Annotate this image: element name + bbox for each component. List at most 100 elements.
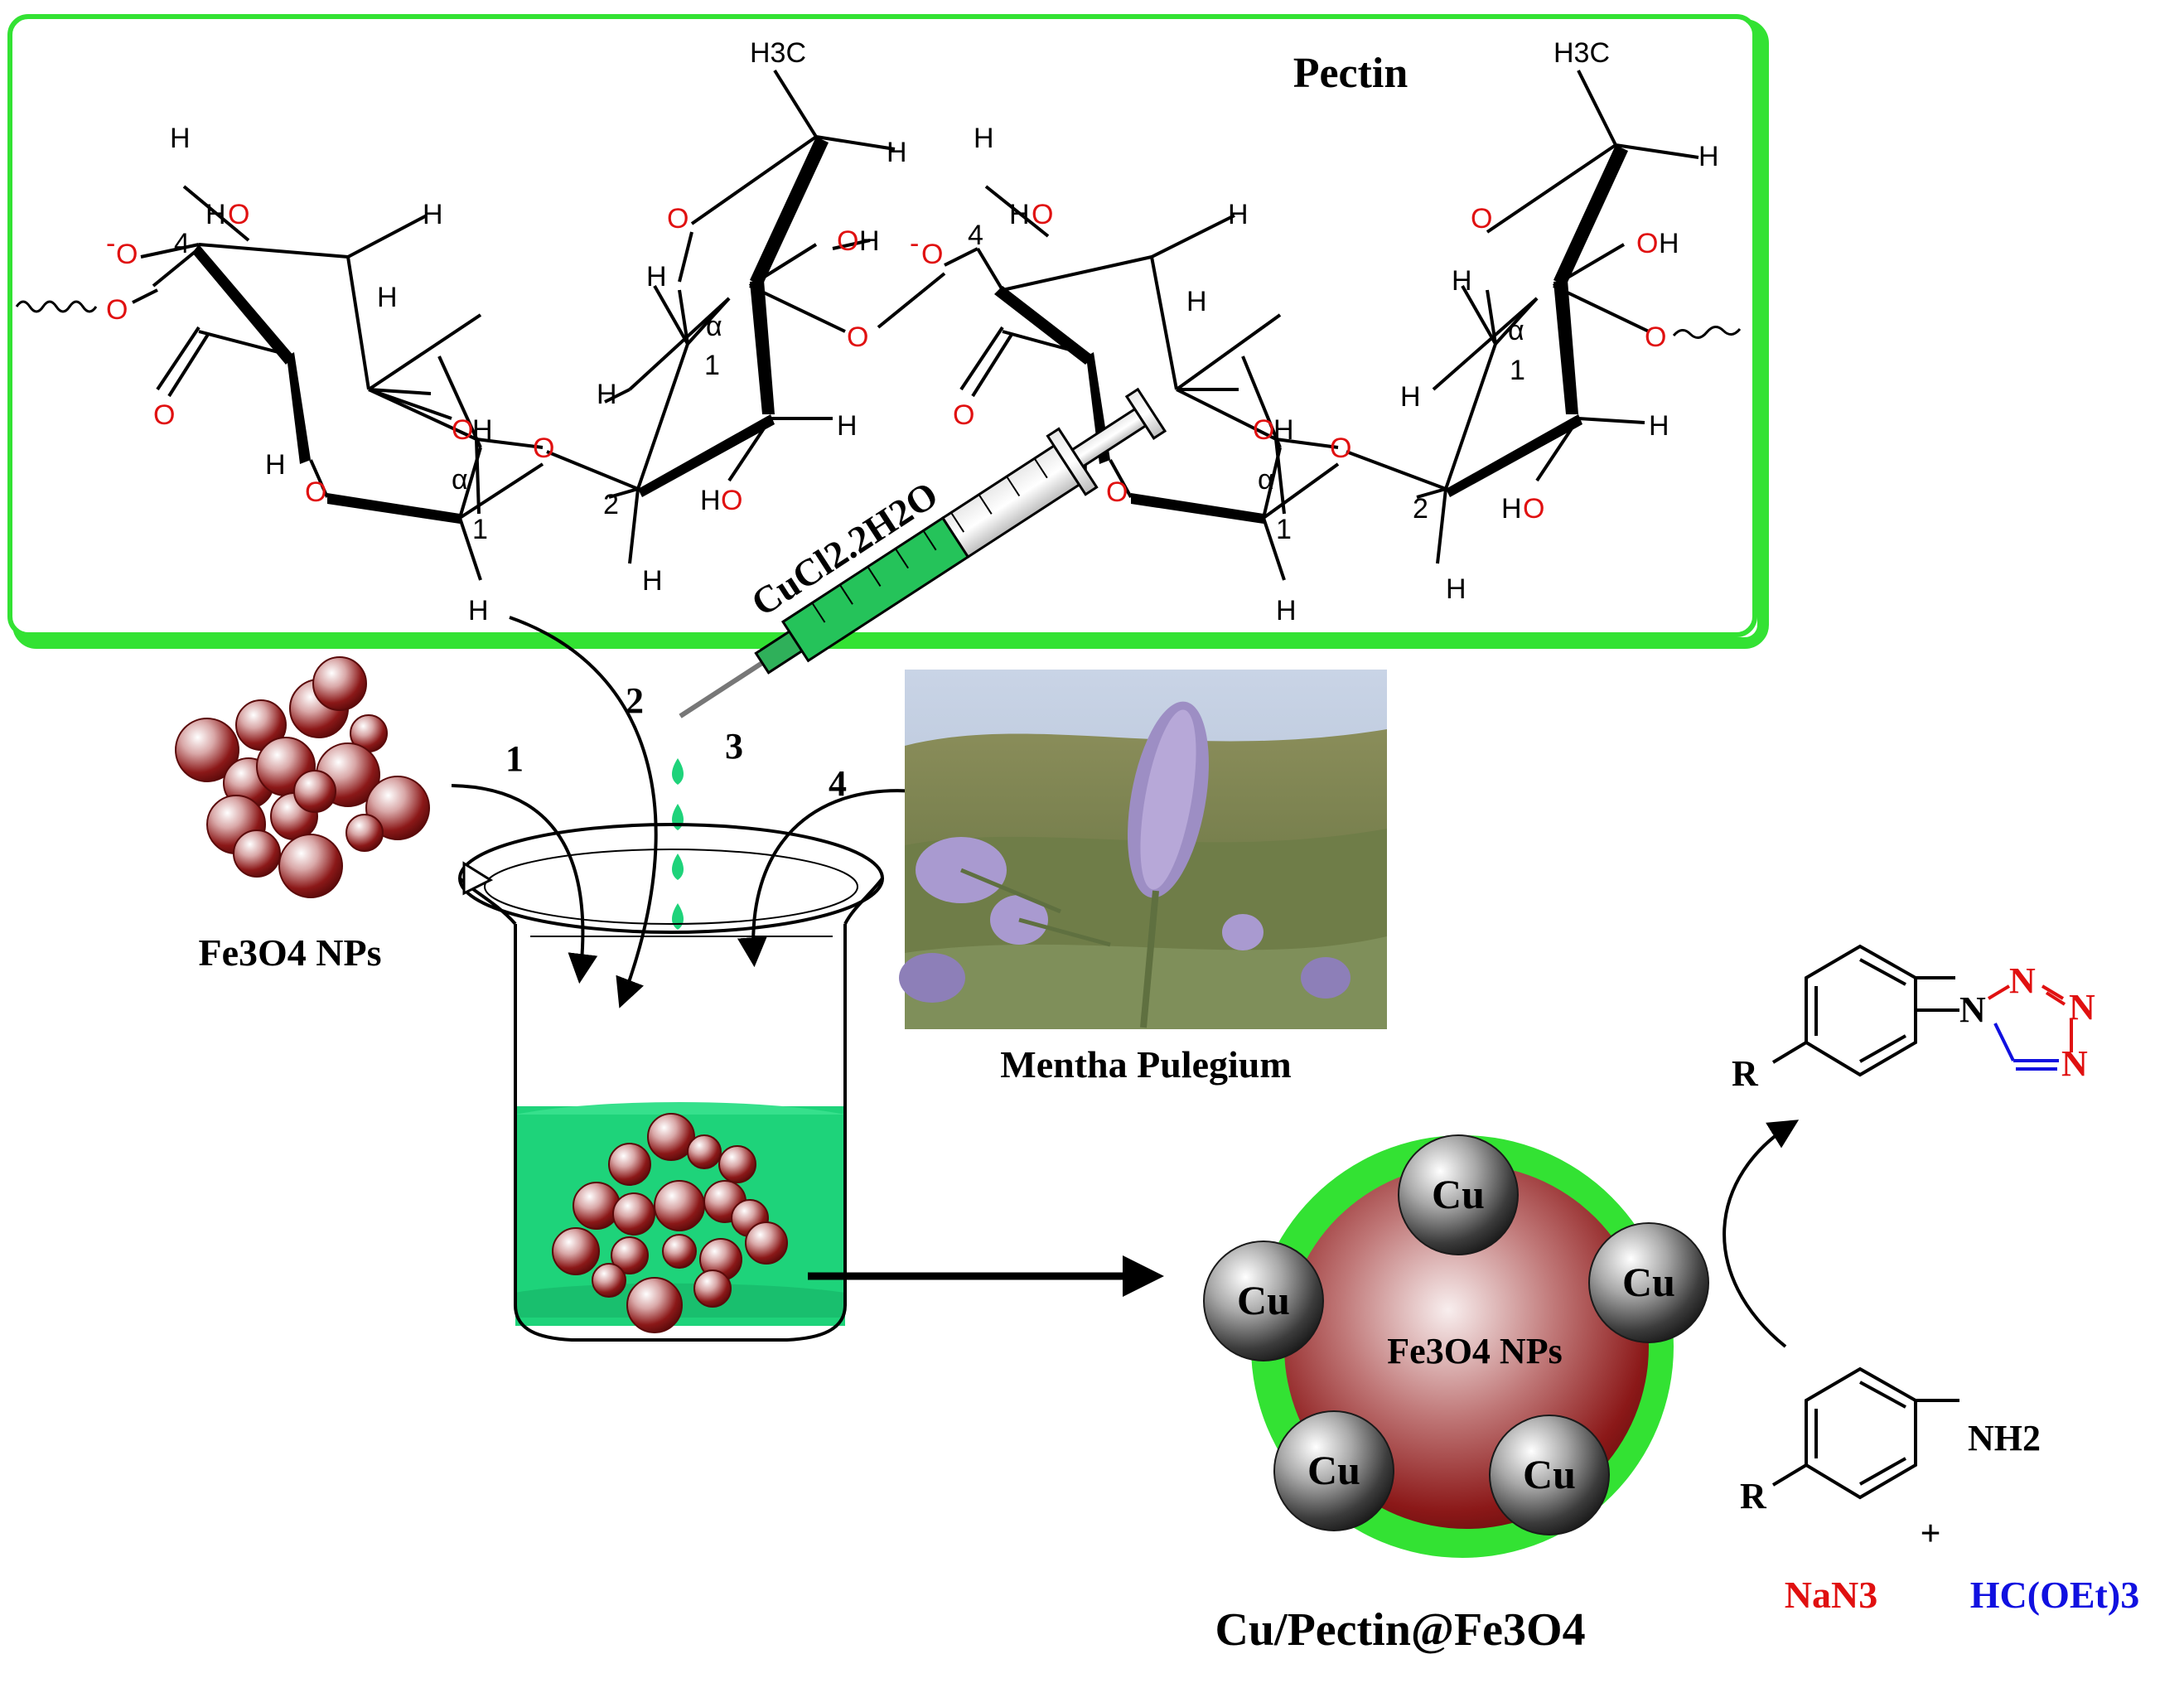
atom-c1-label: 1 [1276, 514, 1292, 545]
pectin-title: Pectin [1293, 50, 1408, 97]
atom-o-carbonyl: O [953, 399, 974, 431]
alpha-label: α [452, 464, 468, 496]
atom-o-oh: O [1253, 414, 1274, 446]
atom-h: H [1452, 265, 1472, 297]
pectin-unit-b-bold-bonds [638, 137, 871, 497]
beaker [458, 823, 884, 1342]
r-group-product: R [1732, 1053, 1759, 1094]
atom-o-ring: O [305, 476, 326, 508]
cu-label: Cu [1523, 1451, 1576, 1497]
cu-node-bottom-right [1489, 1415, 1610, 1535]
plant-label: Mentha Pulegium [1000, 1043, 1291, 1086]
pectin-unit-c [877, 185, 1339, 515]
pectin-unit-b [546, 69, 896, 564]
atom-o-ho: O [1032, 199, 1053, 230]
atom-o-oh: O [837, 225, 858, 257]
pectin-unit-d [1346, 70, 1699, 564]
atom-o-ho: O [228, 199, 249, 230]
atom-o-carboxylate: O [116, 239, 138, 270]
pectin-unit-c-bold-bonds [994, 286, 1340, 581]
syringe [679, 387, 1167, 718]
atom-h: H [1400, 381, 1421, 413]
reactant-labels: NH2 R + NaN3 HC(OEt)3 [1740, 1418, 2139, 1616]
atom-o-ring: O [1106, 476, 1128, 508]
atom-h: H [1446, 573, 1466, 605]
plus-sign: + [1920, 1513, 1940, 1554]
pectin-unit-d-bold-bonds [1446, 145, 1742, 497]
atom-c2-label: 2 [1413, 493, 1428, 525]
atom-c1-label: 1 [472, 514, 488, 545]
atom-n4: N [2061, 1043, 2088, 1084]
atom-h: H [377, 282, 398, 313]
reactant-aniline [1771, 1366, 1959, 1500]
atom-o-ring: O [1471, 203, 1492, 235]
atom-o-minus: - [910, 228, 919, 259]
atom-c2-label: 2 [603, 489, 619, 520]
atom-h-oh: H [472, 414, 493, 446]
syringe-needle [679, 660, 766, 718]
atom-h: H [1228, 199, 1249, 230]
atom-h: H [423, 199, 443, 230]
atom-o-carbonyl: O [153, 399, 175, 431]
cu-labels: Cu Cu Cu Cu Cu [1237, 1171, 1675, 1497]
atom-h: H [468, 595, 489, 626]
r-group-reactant: R [1740, 1476, 1767, 1516]
fe3o4-label: Fe3O4 NPs [198, 931, 381, 974]
step-3-label: 3 [725, 726, 743, 767]
arrow-to-catalyst [808, 1255, 1164, 1297]
alpha-label: α [706, 311, 722, 342]
atom-h: H [1649, 410, 1669, 442]
pectin-unit-a-bold-bonds [192, 244, 544, 581]
atom-c4-label: 4 [174, 228, 190, 259]
mentha-pulegium-photo [899, 670, 1387, 1029]
step-2-label: 2 [626, 680, 644, 721]
atom-h: H [1698, 141, 1719, 172]
beaker-particle-cluster [552, 1113, 788, 1333]
atom-o-oh: O [1636, 228, 1658, 259]
cu-node-top [1398, 1134, 1519, 1255]
atom-h: H [597, 379, 617, 410]
alpha-label: α [1258, 464, 1274, 496]
atom-c1-label: 1 [704, 350, 720, 381]
product-tetrazole [1771, 944, 2073, 1077]
atom-o-ho: O [1523, 493, 1544, 525]
atom-c4-label: 4 [968, 220, 983, 251]
atom-o-oh: O [452, 414, 473, 446]
atom-c1-label: 1 [1510, 355, 1525, 386]
atom-h: H [170, 123, 191, 154]
cu-node-right [1588, 1222, 1709, 1343]
pectin-atom-labels: O - O O 4 H H O H H O H H O α 1 H O H3C … [106, 37, 1719, 626]
step-labels: 1 2 3 4 [505, 680, 847, 804]
step-4-label: 4 [829, 763, 847, 804]
atom-o-glycosidic: O [1645, 322, 1666, 353]
atom-h: H [974, 123, 994, 154]
atom-o-minus: - [106, 228, 115, 259]
atom-h-oh: H [1659, 228, 1679, 259]
atom-h: H [642, 565, 663, 597]
cu-nodes [1203, 1134, 1709, 1535]
step-1-label: 1 [505, 738, 524, 779]
atom-n3: N [2069, 987, 2095, 1028]
atom-o-ring: O [667, 203, 689, 235]
alpha-label: α [1508, 315, 1524, 346]
atom-h: H [1276, 595, 1297, 626]
cu-label: Cu [1622, 1259, 1675, 1305]
atom-n1: N [1959, 989, 1986, 1030]
cu-node-bottom-left [1273, 1410, 1394, 1531]
atom-h-ho: H [1501, 493, 1522, 525]
atom-h-oh: H [859, 225, 880, 257]
arrow-step-4 [737, 789, 916, 968]
core-label: Fe3O4 NPs [1387, 1331, 1562, 1371]
atom-o-glycosidic: O [1330, 433, 1351, 464]
atom-o-ester: O [106, 294, 128, 326]
atom-o-glycosidic: O [847, 322, 868, 353]
atom-h: H [837, 410, 858, 442]
atom-h-ho: H [205, 199, 226, 230]
reagent-nan3: NaN3 [1785, 1574, 1877, 1616]
arrow-reaction [1723, 1120, 1800, 1348]
methyl-label: H3C [750, 37, 806, 69]
product-labels: N N N N R [1732, 960, 2095, 1094]
atom-h-ho: H [1009, 199, 1030, 230]
